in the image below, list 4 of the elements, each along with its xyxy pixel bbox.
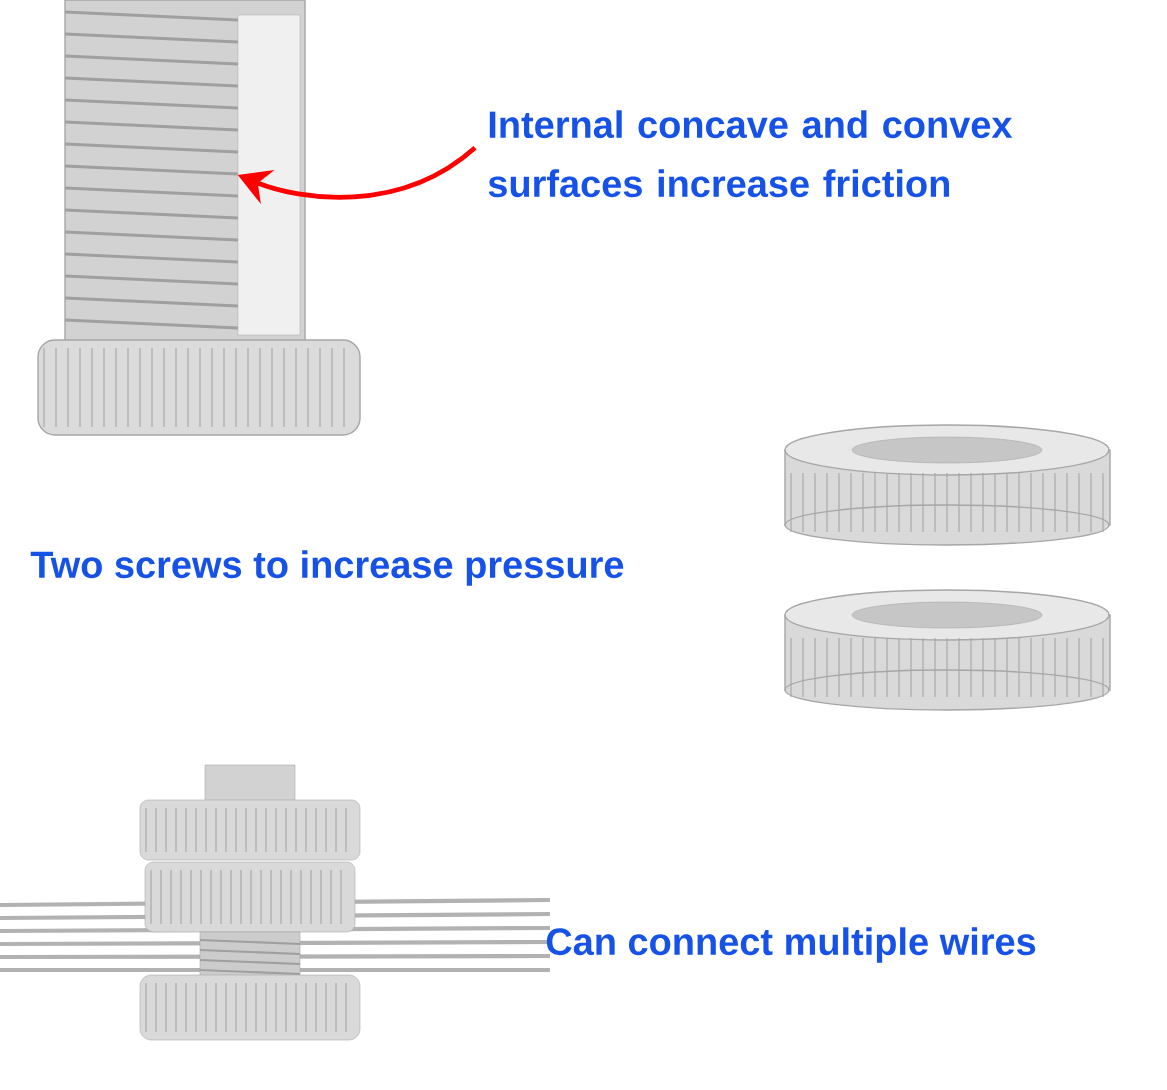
caption-text: Two screws to increase pressure — [30, 550, 624, 586]
caption-text: Can connect multiple wires — [546, 927, 1036, 963]
slot-surface — [237, 14, 301, 336]
callout-text: Internal concave and convex surfaces increase friction — [488, 110, 1013, 198]
